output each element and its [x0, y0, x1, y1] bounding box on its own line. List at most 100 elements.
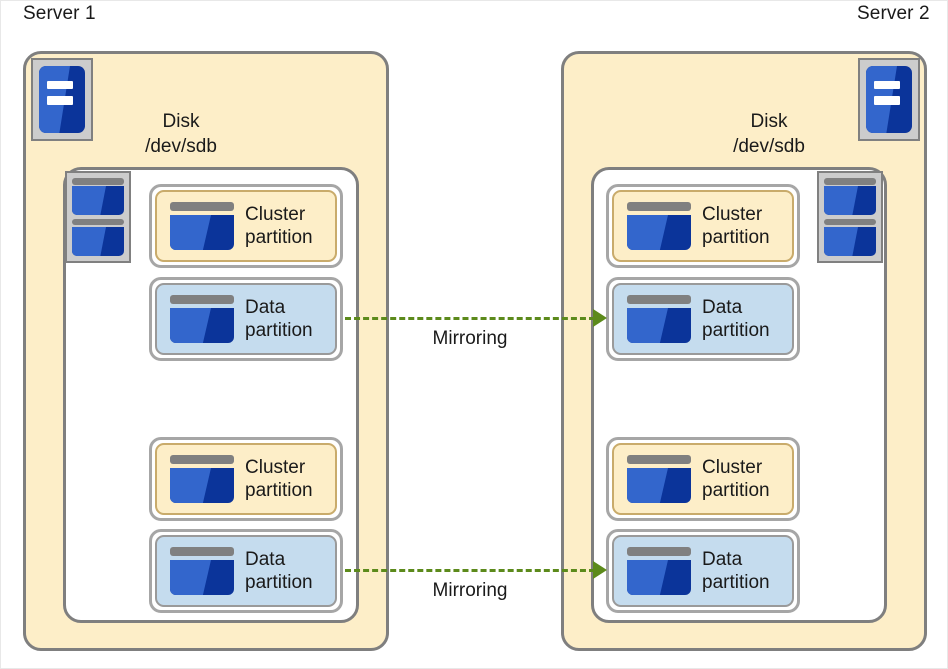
server-icon-body: [39, 66, 85, 133]
disk-platter-top: [824, 178, 876, 185]
partition-icon-top: [627, 455, 691, 464]
server-1-label: Server 1: [23, 3, 96, 24]
partition-icon-top: [627, 547, 691, 556]
disk-platter-disc: [72, 226, 124, 256]
partition-label-line1: Cluster: [702, 204, 763, 225]
partition-data[interactable]: Data partition: [606, 277, 800, 361]
partition-inner: Cluster partition: [155, 190, 337, 262]
disk-platter: [72, 218, 124, 256]
partition-icon: [627, 547, 691, 595]
server-2-disk-label: Disk /dev/sdb: [699, 109, 839, 159]
partition-data[interactable]: Data partition: [606, 529, 800, 613]
disk-platter-disc: [72, 186, 124, 216]
server-1-disk-label-line2: /dev/sdb: [145, 136, 217, 157]
partition-label-line1: Data: [702, 549, 743, 570]
partition-label: Data partition: [245, 548, 313, 594]
partition-label-line1: Data: [245, 549, 286, 570]
server-2-label: Server 2: [857, 3, 930, 24]
disk-platter: [824, 218, 876, 256]
partition-label: Cluster partition: [245, 203, 313, 249]
mirroring-line: [345, 569, 595, 572]
partition-icon: [170, 202, 234, 250]
server-icon-bar: [873, 80, 900, 90]
partition-icon: [627, 455, 691, 503]
disk-platter-disc: [824, 186, 876, 216]
mirroring-arrow-icon: [593, 309, 607, 327]
disk-platter-top: [72, 178, 124, 185]
partition-label-line2: partition: [702, 227, 770, 248]
partition-label: Data partition: [702, 548, 770, 594]
partition-icon-disc: [170, 468, 234, 503]
partition-label-line1: Data: [702, 297, 743, 318]
disk-icon: [817, 171, 883, 263]
partition-icon-disc: [170, 308, 234, 343]
server-icon-body: [866, 66, 912, 133]
partition-label-line2: partition: [245, 227, 313, 248]
server-icon-bar: [873, 96, 900, 105]
partition-label-line2: partition: [702, 320, 770, 341]
disk-platter: [824, 178, 876, 216]
server-icon: [31, 58, 93, 141]
disk-platter: [72, 178, 124, 216]
partition-icon-disc: [627, 468, 691, 503]
partition-icon-disc: [627, 308, 691, 343]
server-1-disk-label: Disk /dev/sdb: [111, 109, 251, 159]
partition-label-line2: partition: [245, 320, 313, 341]
server-1-disk-label-line1: Disk: [162, 111, 200, 132]
server-icon-bar: [46, 80, 73, 90]
partition-cluster[interactable]: Cluster partition: [149, 437, 343, 521]
partition-label-line1: Cluster: [245, 457, 306, 478]
partition-label-line2: partition: [245, 480, 313, 501]
partition-label: Cluster partition: [702, 203, 770, 249]
partition-label-line1: Cluster: [702, 457, 763, 478]
partition-data[interactable]: Data partition: [149, 277, 343, 361]
partition-icon-disc: [170, 215, 234, 250]
partition-label-line2: partition: [702, 480, 770, 501]
partition-label-line1: Data: [245, 297, 286, 318]
mirroring-label: Mirroring: [432, 580, 508, 601]
partition-inner: Data partition: [155, 535, 337, 607]
partition-icon-disc: [627, 215, 691, 250]
partition-icon-top: [627, 202, 691, 211]
partition-label-line2: partition: [702, 572, 770, 593]
partition-icon-top: [170, 455, 234, 464]
partition-inner: Data partition: [155, 283, 337, 355]
mirroring-label: Mirroring: [432, 328, 508, 349]
server-2-disk-label-line1: Disk: [750, 111, 788, 132]
partition-icon: [170, 455, 234, 503]
server-icon-bar: [46, 96, 73, 105]
partition-label: Cluster partition: [245, 456, 313, 502]
partition-label: Data partition: [702, 296, 770, 342]
partition-icon: [627, 202, 691, 250]
partition-label-line1: Cluster: [245, 204, 306, 225]
partition-cluster[interactable]: Cluster partition: [149, 184, 343, 268]
partition-icon-disc: [627, 560, 691, 595]
disk-platter-top: [72, 218, 124, 226]
partition-label-line2: partition: [245, 572, 313, 593]
partition-inner: Cluster partition: [612, 190, 794, 262]
partition-label: Data partition: [245, 296, 313, 342]
partition-data[interactable]: Data partition: [149, 529, 343, 613]
disk-platter-top: [824, 218, 876, 226]
partition-label: Cluster partition: [702, 456, 770, 502]
partition-inner: Cluster partition: [155, 443, 337, 515]
partition-icon-top: [170, 295, 234, 304]
mirroring-line: [345, 317, 595, 320]
partition-cluster[interactable]: Cluster partition: [606, 184, 800, 268]
partition-icon-top: [627, 295, 691, 304]
partition-icon: [170, 547, 234, 595]
partition-inner: Cluster partition: [612, 443, 794, 515]
partition-inner: Data partition: [612, 283, 794, 355]
partition-icon-top: [170, 202, 234, 211]
server-2-disk-label-line2: /dev/sdb: [733, 136, 805, 157]
partition-icon: [627, 295, 691, 343]
partition-cluster[interactable]: Cluster partition: [606, 437, 800, 521]
disk-icon: [65, 171, 131, 263]
partition-icon: [170, 295, 234, 343]
partition-inner: Data partition: [612, 535, 794, 607]
disk-platter-disc: [824, 226, 876, 256]
mirroring-arrow-icon: [593, 561, 607, 579]
partition-icon-top: [170, 547, 234, 556]
partition-icon-disc: [170, 560, 234, 595]
